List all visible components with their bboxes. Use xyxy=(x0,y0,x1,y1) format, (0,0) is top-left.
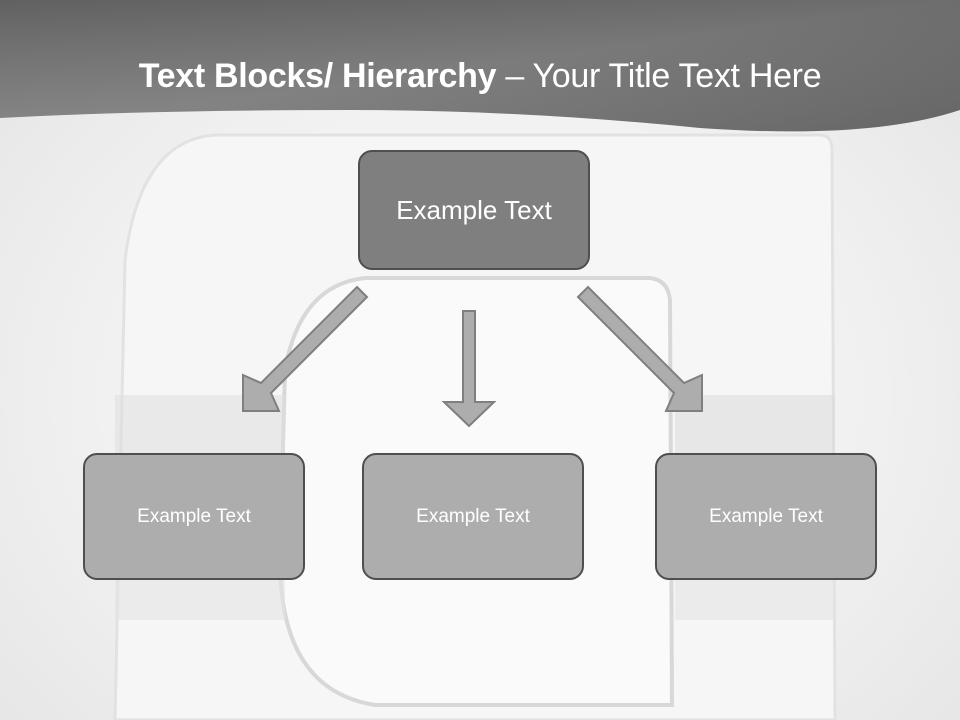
child-node-center[interactable]: Example Text xyxy=(362,453,584,580)
slide-title: Text Blocks/ Hierarchy – Your Title Text… xyxy=(0,52,960,100)
header-banner xyxy=(0,0,960,132)
child-node-label: Example Text xyxy=(709,505,823,527)
title-bold-part: Text Blocks/ Hierarchy xyxy=(138,57,497,95)
root-node-label: Example Text xyxy=(396,194,552,225)
child-node-label: Example Text xyxy=(137,505,251,527)
title-regular-part: Your Title Text Here xyxy=(532,57,822,95)
root-node[interactable]: Example Text xyxy=(358,150,590,270)
child-node-right[interactable]: Example Text xyxy=(655,453,877,580)
child-node-left[interactable]: Example Text xyxy=(83,453,305,580)
child-node-label: Example Text xyxy=(416,505,530,527)
title-separator: – xyxy=(496,57,533,95)
